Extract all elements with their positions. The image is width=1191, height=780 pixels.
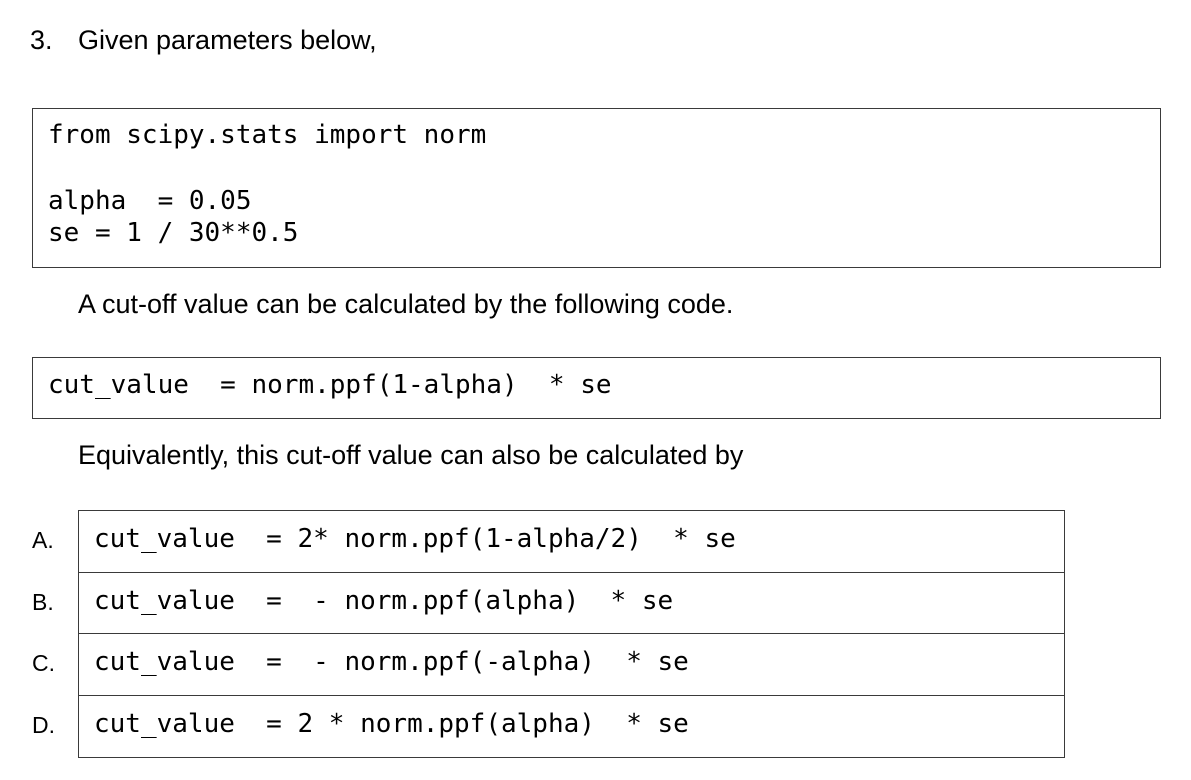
option-a[interactable]: A. cut_value = 2* norm.ppf(1-alpha/2) * …	[32, 511, 1064, 573]
code-line-se: se = 1 / 30**0.5	[48, 218, 299, 248]
option-letter: A.	[32, 527, 54, 553]
option-letter: D.	[32, 711, 55, 738]
intro-text: A cut-off value can be calculated by the…	[78, 289, 734, 319]
code-line-cut-value: cut_value = norm.ppf(1-alpha) * se	[48, 370, 612, 400]
option-code: cut_value = 2* norm.ppf(1-alpha/2) * se	[94, 524, 736, 554]
option-b[interactable]: B. cut_value = - norm.ppf(alpha) * se	[32, 573, 1064, 634]
question-number: 3.	[30, 25, 53, 55]
question-title: 3. Given parameters below,	[30, 22, 377, 58]
code-line-alpha: alpha = 0.05	[48, 186, 252, 216]
option-letter: B.	[32, 588, 54, 615]
option-c[interactable]: C. cut_value = - norm.ppf(-alpha) * se	[32, 634, 1064, 696]
equivalent-text: Equivalently, this cut-off value can als…	[78, 440, 744, 470]
option-d[interactable]: D. cut_value = 2 * norm.ppf(alpha) * se	[32, 696, 1064, 758]
code-line-import: from scipy.stats import norm	[48, 120, 487, 150]
options-table: A. cut_value = 2* norm.ppf(1-alpha/2) * …	[32, 510, 1065, 758]
question-text: Given parameters below,	[78, 25, 377, 55]
given-code-block: cut_value = norm.ppf(1-alpha) * se	[32, 357, 1161, 419]
option-letter: C.	[32, 650, 55, 676]
setup-code-block: from scipy.stats import norm alpha = 0.0…	[32, 108, 1161, 268]
option-code: cut_value = - norm.ppf(-alpha) * se	[94, 647, 689, 677]
option-code: cut_value = 2 * norm.ppf(alpha) * se	[94, 708, 689, 739]
option-code: cut_value = - norm.ppf(alpha) * se	[94, 585, 674, 616]
